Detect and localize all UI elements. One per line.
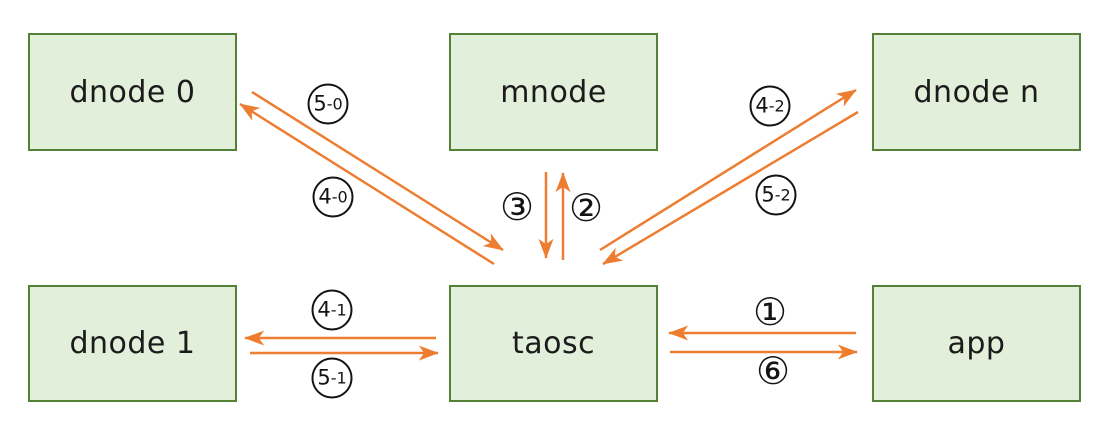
glyph-label-2: ② bbox=[568, 186, 604, 230]
circle-label-4-0: 4-0 bbox=[312, 176, 354, 218]
arrow-step-4-2 bbox=[599, 88, 857, 252]
glyph-label-6: ⑥ bbox=[755, 349, 791, 393]
node-mnode: mnode bbox=[449, 33, 658, 151]
arrow-step-4-0 bbox=[239, 102, 495, 266]
circle-label-4-1-text-main: 4 bbox=[317, 297, 331, 322]
node-label-taosc: taosc bbox=[511, 326, 596, 361]
arrow-step-5-2 bbox=[602, 110, 859, 266]
circle-label-4-0-text-suffix: -0 bbox=[331, 187, 348, 206]
circle-label-5-1-text-suffix: -1 bbox=[330, 368, 347, 387]
node-dnode-0: dnode 0 bbox=[28, 33, 237, 151]
circle-label-5-1: 5-1 bbox=[311, 357, 353, 399]
node-app: app bbox=[872, 285, 1081, 402]
circle-label-4-1: 4-1 bbox=[311, 289, 353, 331]
glyph-label-3: ③ bbox=[499, 185, 535, 229]
circle-label-5-0: 5-0 bbox=[307, 83, 349, 125]
circle-label-5-0-text-main: 5 bbox=[313, 91, 327, 116]
glyph-label-1: ① bbox=[752, 290, 788, 334]
circle-label-5-2-text-main: 5 bbox=[761, 182, 775, 207]
node-label-mnode: mnode bbox=[500, 74, 607, 110]
circle-label-4-2-text-suffix: -2 bbox=[768, 96, 785, 115]
node-label-dnode-1: dnode 1 bbox=[69, 326, 196, 361]
circle-label-4-1-text-suffix: -1 bbox=[330, 300, 347, 319]
node-dnode-1: dnode 1 bbox=[28, 285, 237, 402]
circle-label-5-1-text-main: 5 bbox=[317, 365, 331, 390]
circle-label-4-0-text-main: 4 bbox=[318, 184, 332, 209]
circle-label-4-2-text-main: 4 bbox=[755, 93, 769, 118]
node-label-app: app bbox=[947, 326, 1006, 361]
arrow-step-5-0 bbox=[251, 90, 504, 252]
circle-label-4-2: 4-2 bbox=[749, 85, 791, 127]
node-taosc: taosc bbox=[449, 285, 658, 402]
node-label-dnode-n: dnode n bbox=[913, 74, 1040, 110]
circle-label-5-2-text-suffix: -2 bbox=[774, 185, 791, 204]
node-dnode-n: dnode n bbox=[872, 33, 1081, 151]
node-label-dnode-0: dnode 0 bbox=[69, 74, 196, 110]
circle-label-5-0-text-suffix: -0 bbox=[326, 94, 343, 113]
circle-label-5-2: 5-2 bbox=[755, 174, 797, 216]
